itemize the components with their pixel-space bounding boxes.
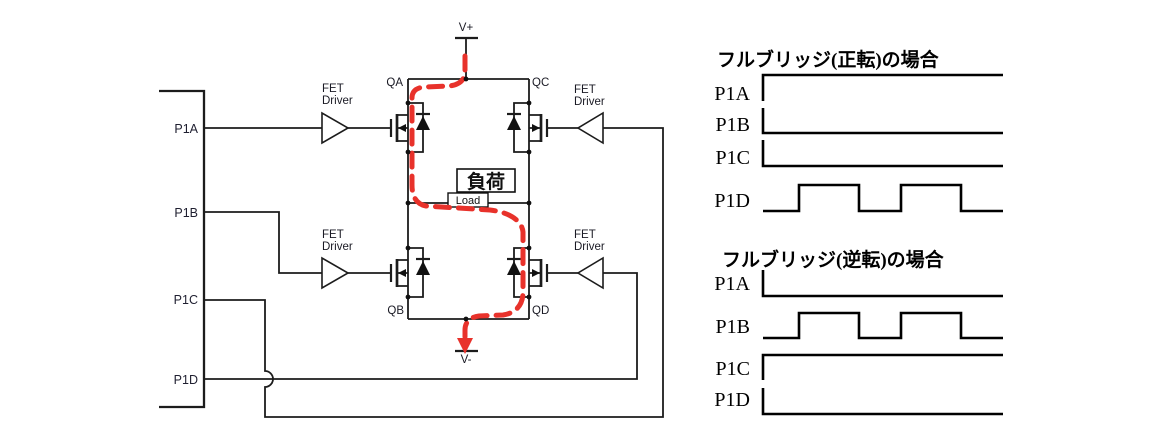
node-dot — [463, 316, 469, 322]
vplus-label: V+ — [459, 22, 474, 34]
port-label-p1b: P1B — [174, 206, 198, 220]
signal-label-p1d: P1D — [714, 389, 750, 411]
signal-label-p1d: P1D — [714, 190, 750, 212]
waveform-p1a — [761, 73, 1003, 101]
mcu-port-edge: P1A P1B P1C P1D — [159, 89, 206, 409]
load-label-en: Load — [456, 195, 480, 207]
waveform-p1a — [761, 270, 1003, 298]
fet-driver-qc: FET Driver — [547, 84, 605, 145]
mosfet-qa: QA — [386, 77, 430, 153]
driver-triangle-icon — [321, 111, 350, 145]
waveform-p1b — [761, 108, 1003, 135]
junction-dots — [405, 76, 532, 322]
driver-label-line1: FET — [322, 229, 344, 241]
node-dot — [405, 294, 411, 300]
driver-label-line2: Driver — [574, 96, 605, 108]
node-dot — [526, 100, 532, 106]
timing-title: フルブリッジ(正転)の場合 — [717, 48, 940, 71]
node-dot — [405, 200, 411, 206]
wire-p1d — [204, 272, 638, 380]
chip-edge — [159, 89, 206, 409]
port-wiring — [204, 127, 664, 418]
signal-label-p1c: P1C — [716, 147, 750, 169]
driver-label-line1: FET — [574, 229, 596, 241]
waveform-p1c — [761, 140, 1003, 168]
waveform-p1d — [761, 388, 1003, 416]
driver-label-line1: FET — [322, 83, 344, 95]
driver-label-line1: FET — [574, 84, 596, 96]
signal-label-p1c: P1C — [716, 358, 750, 380]
port-label-p1c: P1C — [174, 293, 198, 307]
node-dot — [526, 200, 532, 206]
driver-triangle-icon — [321, 256, 350, 290]
port-label-p1d: P1D — [174, 373, 198, 387]
nchannel-arrow-icon — [532, 124, 540, 132]
current-path — [409, 53, 526, 354]
nchannel-arrow-icon — [398, 269, 406, 277]
node-dot — [405, 149, 411, 155]
timing-diagram-reverse: フルブリッジ(逆転)の場合 P1A P1B P1C P1D — [714, 248, 1003, 416]
node-dot — [405, 245, 411, 251]
load-label-jp: 負荷 — [467, 170, 505, 193]
fet-driver-qa: FET Driver — [321, 83, 391, 145]
diode-icon — [507, 261, 521, 275]
diode-icon — [416, 261, 430, 275]
node-dot — [526, 149, 532, 155]
nchannel-arrow-icon — [532, 269, 540, 277]
mosfet-qb: QB — [387, 247, 430, 317]
driver-label-line2: Driver — [322, 95, 353, 107]
signal-label-p1a: P1A — [714, 83, 750, 105]
mosfet-label: QC — [532, 77, 549, 89]
timing-diagram-forward: フルブリッジ(正転)の場合 P1A P1B P1C P1D — [714, 48, 1003, 213]
waveform-p1d — [763, 183, 1003, 213]
node-dot — [526, 294, 532, 300]
mosfet-qc: QC — [507, 77, 549, 153]
wire-p1c-with-hop — [204, 127, 664, 418]
driver-triangle-icon — [576, 111, 604, 145]
fet-driver-qd: FET Driver — [547, 229, 605, 290]
load-callout: 負荷 Load — [447, 168, 516, 208]
port-label-p1a: P1A — [174, 122, 198, 136]
node-dot — [526, 245, 532, 251]
timing-title: フルブリッジ(逆転)の場合 — [722, 248, 945, 271]
driver-label-line2: Driver — [574, 241, 605, 253]
node-dot — [405, 100, 411, 106]
wire-p1b — [204, 211, 322, 274]
waveform-p1c — [761, 353, 1003, 380]
current-path-line — [409, 53, 526, 342]
current-path-arrowhead-icon — [457, 338, 473, 354]
node-dot — [463, 76, 469, 82]
diode-icon — [416, 116, 430, 130]
signal-label-p1b: P1B — [716, 316, 750, 338]
vminus-label: V- — [461, 354, 472, 366]
mosfet-label: QD — [532, 305, 549, 317]
signal-label-p1b: P1B — [716, 114, 750, 136]
signal-label-p1a: P1A — [714, 273, 750, 295]
mosfet-label: QA — [386, 77, 403, 89]
driver-label-line2: Driver — [322, 241, 353, 253]
load-box-jp — [456, 168, 516, 193]
fet-driver-qb: FET Driver — [321, 229, 391, 290]
mosfet-label: QB — [387, 305, 404, 317]
driver-triangle-icon — [576, 256, 604, 290]
nchannel-arrow-icon — [398, 124, 406, 132]
diode-icon — [507, 116, 521, 130]
waveform-p1b — [763, 311, 1003, 340]
